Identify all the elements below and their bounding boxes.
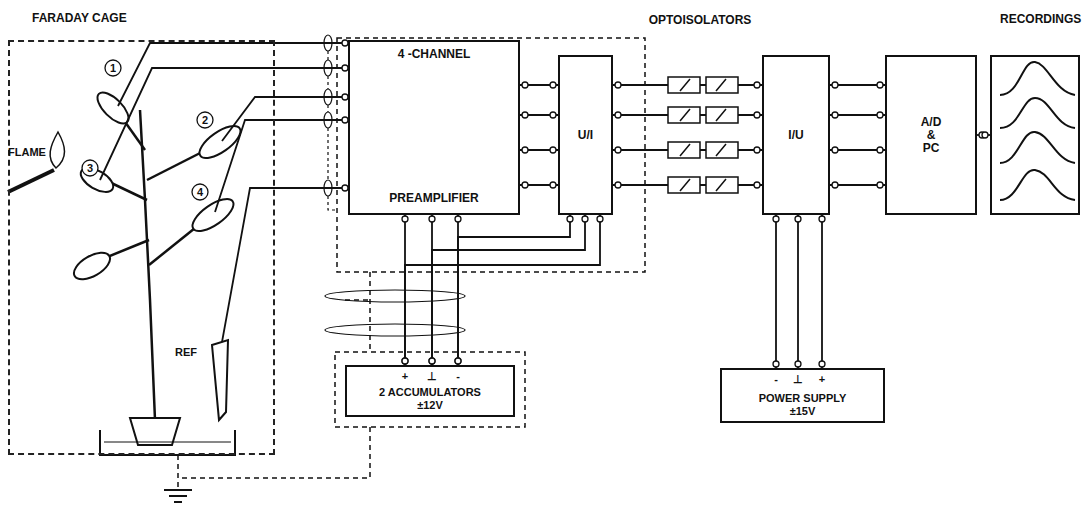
wire-bundle: [520, 82, 558, 188]
box-label: POWER SUPPLY ±15V: [755, 392, 850, 418]
optoisolator-symbol: [668, 142, 738, 158]
part-label: REF: [175, 346, 197, 359]
box-label: 4 -CHANNEL: [398, 48, 471, 61]
converter-box: I/U: [762, 55, 830, 215]
part-label: OPTOISOLATORS: [649, 14, 752, 27]
flame: [50, 132, 64, 168]
box-label: RECORDINGS: [1000, 13, 1081, 26]
ref-electrode: [212, 340, 228, 420]
box-label: PREAMPLIFIER: [389, 192, 478, 205]
box-label: FARADAY CAGE: [32, 12, 127, 25]
leaf: [70, 87, 246, 284]
wire-bundle: [402, 215, 603, 365]
shield: [335, 352, 525, 427]
box-label: 2 ACCUMULATORS ±12V: [374, 386, 486, 412]
terminal-sign: -: [774, 373, 778, 386]
preamplifier-box: 4 -CHANNEL PREAMPLIFIER: [348, 40, 520, 215]
wire-bundle: [773, 215, 825, 368]
adc-pc-box: A/D & PC: [885, 55, 977, 215]
optoisolator-symbol: [668, 177, 738, 193]
tray: [100, 430, 235, 455]
part-label: FLAME: [8, 146, 46, 159]
terminal-sign: +: [819, 373, 825, 386]
box-label: U/I: [578, 129, 593, 142]
callout-number: 3: [87, 162, 93, 175]
converter-box: U/I: [558, 55, 613, 215]
cable-shield: [324, 35, 337, 210]
electrode-wire: [100, 43, 348, 342]
wire-bundle: [977, 132, 990, 138]
wire-bundle: [830, 82, 885, 188]
terminal-sign: +: [402, 370, 408, 383]
optoisolator-symbol: [668, 77, 738, 93]
water: [104, 442, 231, 443]
cable-twist: [325, 290, 465, 302]
terminal-sign: -: [456, 370, 460, 383]
callout-circle: [82, 60, 213, 200]
faraday-cage: FARADAY CAGE: [8, 40, 275, 455]
plant: [95, 110, 210, 420]
pot: [130, 418, 180, 445]
wire-bundle: [613, 82, 762, 188]
ground-symbol: [164, 490, 192, 502]
recordings-box: RECORDINGS: [990, 55, 1080, 215]
torch-stick: [8, 170, 54, 192]
callout-number: 1: [110, 62, 116, 75]
terminal-sign: ⊥: [793, 373, 803, 386]
callout-number: 4: [197, 186, 203, 199]
callout-number: 2: [202, 114, 208, 127]
cable-twist: [325, 324, 465, 336]
box-label: A/D & PC: [921, 116, 942, 155]
box-label: I/U: [788, 129, 803, 142]
optoisolator-symbol: [668, 107, 738, 123]
terminal-sign: ⊥: [427, 370, 437, 383]
